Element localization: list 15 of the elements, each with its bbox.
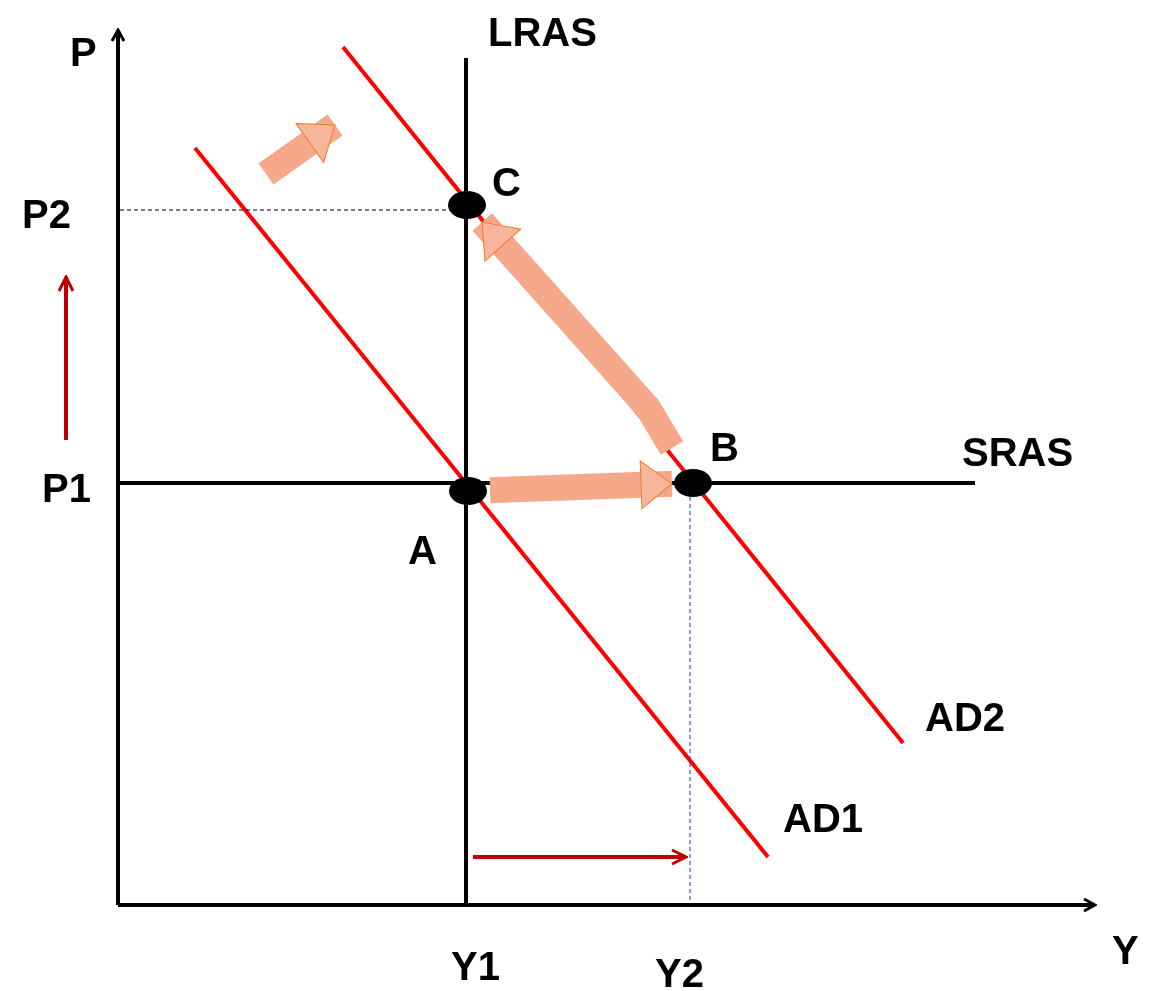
axis-label: P1 — [42, 468, 91, 508]
axis-label: Y — [1112, 930, 1139, 970]
block-arrow — [489, 460, 673, 510]
axis-label: Y1 — [451, 946, 500, 986]
curve-label: SRAS — [962, 432, 1074, 472]
point-label: C — [492, 162, 521, 202]
axis-label: Y2 — [655, 953, 704, 991]
axis-label: P2 — [22, 194, 71, 234]
curve-label: LRAS — [488, 12, 597, 52]
curve-label: AD2 — [925, 697, 1006, 737]
curve-label: AD1 — [783, 798, 864, 838]
axis-label: P — [70, 32, 97, 72]
block-arrow — [472, 213, 684, 455]
point-label: A — [408, 530, 437, 570]
point-label: B — [710, 427, 739, 467]
